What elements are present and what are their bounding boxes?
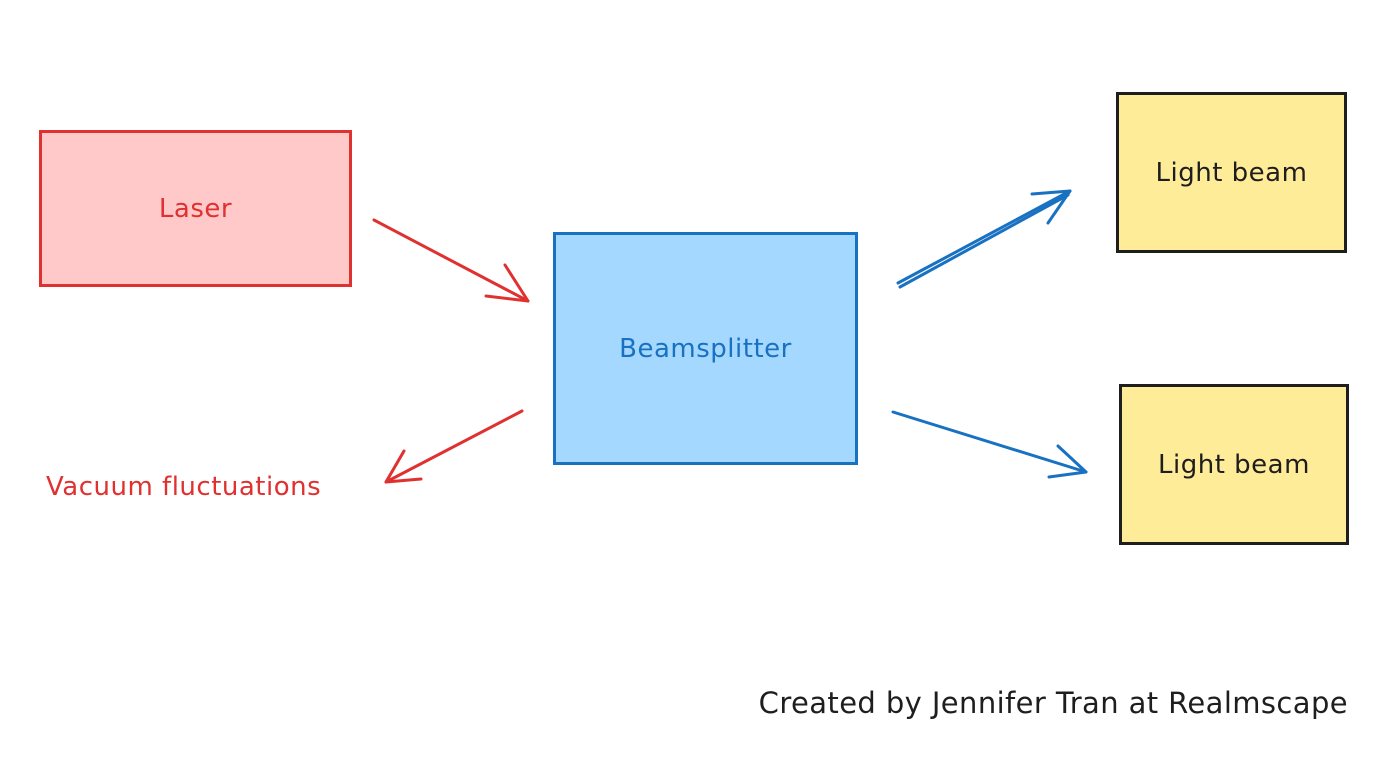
beamsplitter-node: Beamsplitter	[553, 232, 858, 465]
arrow-beamsplitter-to-vacuum	[384, 409, 524, 484]
laser-label: Laser	[158, 193, 233, 224]
credit-text: Created by Jennifer Tran at Realmscape	[758, 686, 1348, 720]
arrow-beamsplitter-to-light-beam-1	[896, 189, 1072, 289]
vacuum-fluctuations-label: Vacuum fluctuations	[46, 472, 322, 502]
light-beam-label-1: Light beam	[1155, 157, 1308, 188]
laser-node: Laser	[39, 130, 352, 287]
light-beam-label-2: Light beam	[1158, 449, 1310, 480]
beamsplitter-label: Beamsplitter	[619, 333, 792, 364]
light-beam-node-1: Light beam	[1116, 92, 1347, 253]
arrow-laser-to-beamsplitter	[372, 218, 530, 303]
arrow-beamsplitter-to-light-beam-2	[891, 410, 1088, 479]
light-beam-node-2: Light beam	[1119, 384, 1349, 545]
